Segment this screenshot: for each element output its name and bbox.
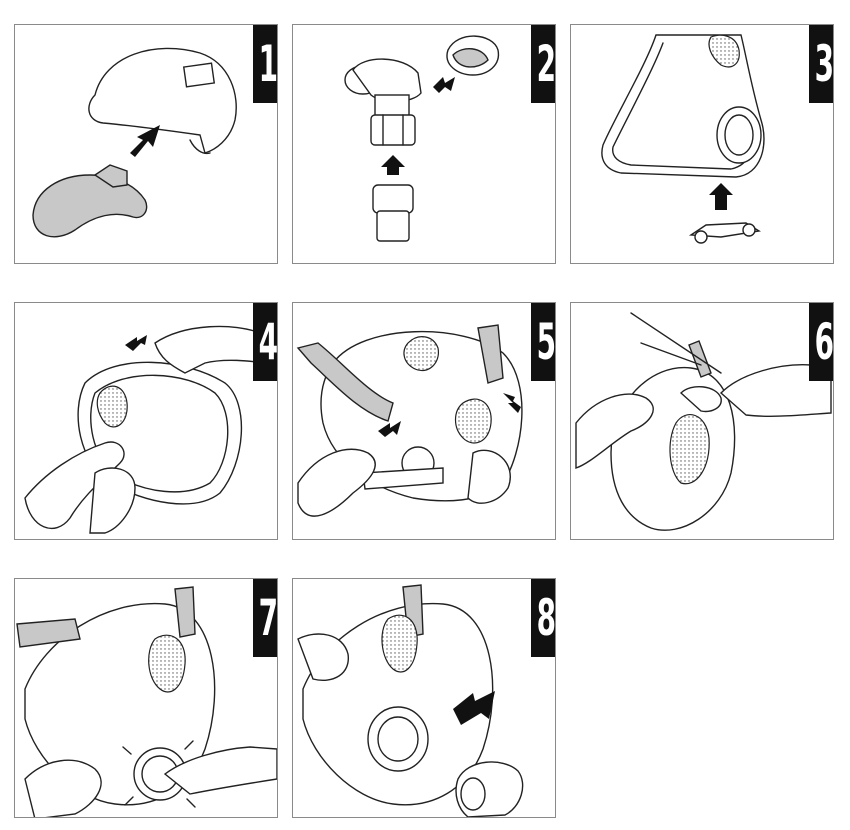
port-cap-illustration [15,579,278,818]
arrow-icon [381,155,405,175]
arrow-icon [125,335,147,351]
step-panel-1: 1 [14,24,278,264]
step-number: 3 [809,25,833,103]
step-panel-4: 4 [14,302,278,540]
step-panel-5: 5 [292,302,556,540]
step-number: 5 [531,303,555,381]
step-number: 4 [253,303,277,381]
step-number: 7 [253,579,277,657]
arrow-icon [709,183,733,210]
elbow-cover-illustration [15,25,278,264]
step-number: 8 [531,579,555,657]
step-panel-2: 2 [292,24,556,264]
elbow-connect-illustration [293,579,556,818]
mask-frame-illustration [571,25,834,264]
arrow-icon [433,77,455,93]
clip-adjust-illustration [571,303,834,540]
step-panel-8: 8 [292,578,556,818]
arrow-icon [130,125,160,157]
step-number: 2 [531,25,555,103]
headgear-attach-illustration [293,303,556,540]
step-panel-7: 7 [14,578,278,818]
step-panel-3: 3 [570,24,834,264]
step-number: 1 [253,25,277,103]
cushion-fitting-illustration [15,303,278,540]
step-number: 6 [809,303,833,381]
step-panel-6: 6 [570,302,834,540]
swivel-assembly-illustration [293,25,556,264]
